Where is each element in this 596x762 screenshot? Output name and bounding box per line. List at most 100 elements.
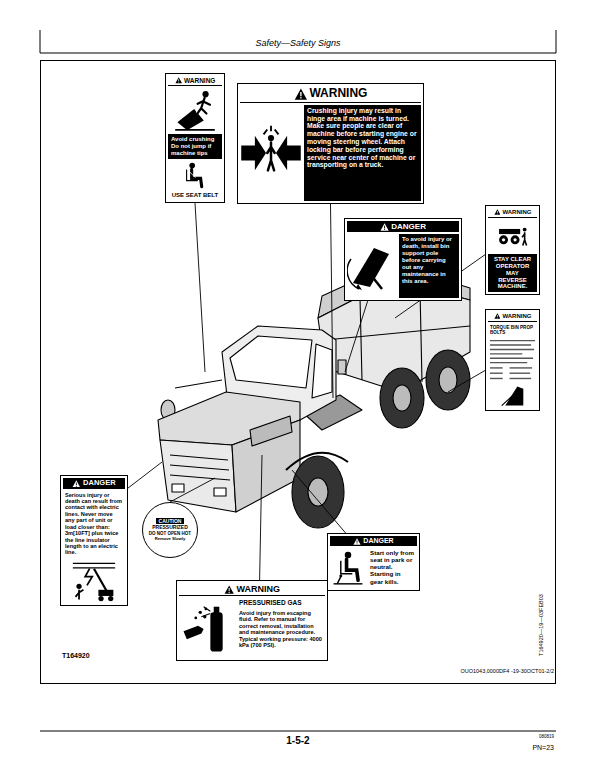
sign-text: Start only from seat in park or neutral.… xyxy=(368,548,417,588)
pictogram xyxy=(98,590,113,596)
leader-line xyxy=(345,301,368,372)
sign-text: STAY CLEAR OPERATOR MAY REVERSE MACHINE. xyxy=(488,254,537,292)
safety-sign: DANGER Start only from seat in park or ne… xyxy=(327,533,420,591)
pictogram xyxy=(73,563,115,564)
pictogram xyxy=(510,378,532,379)
warning-triangle xyxy=(494,314,500,320)
leader-line xyxy=(260,455,262,580)
pictogram xyxy=(490,362,527,363)
dump-truck xyxy=(439,367,457,393)
safety-sign: WARNINGTORQUE BIN PROP BOLTS xyxy=(485,309,540,411)
pictogram xyxy=(523,228,527,232)
pictogram xyxy=(330,548,366,588)
warning-triangle xyxy=(381,223,389,230)
sign-text: DO NOT OPEN HOT xyxy=(149,532,191,537)
warning-triangle xyxy=(177,82,179,84)
sign-header: WARNING xyxy=(488,208,537,218)
sign-text: WARNING xyxy=(502,313,531,320)
pictogram xyxy=(490,340,535,341)
label-text: OUO1043,0000DF4 -19-30OCT01-2/2 xyxy=(460,668,554,674)
pictogram xyxy=(490,378,503,379)
warning-triangle xyxy=(384,229,385,230)
warning-triangle xyxy=(177,80,179,82)
dump-truck xyxy=(292,456,344,528)
safety-sign: DANGERTo avoid injury or death, install … xyxy=(344,218,462,301)
warning-triangle xyxy=(384,225,386,228)
leader-line xyxy=(448,370,485,392)
warning-triangle xyxy=(76,485,77,486)
label-text: T164920 xyxy=(62,652,90,660)
warning-triangle xyxy=(229,588,230,591)
warning-triangle xyxy=(229,591,230,592)
warning-triangle xyxy=(300,92,301,96)
dump-truck xyxy=(158,392,300,445)
sign-text: WARNING xyxy=(184,77,215,84)
pictogram xyxy=(490,368,503,369)
pictogram xyxy=(490,373,503,374)
sign-text: DANGER xyxy=(363,537,393,545)
warning-triangle xyxy=(294,88,306,99)
page-frame xyxy=(40,30,41,53)
pictogram xyxy=(502,238,505,241)
dump-truck xyxy=(214,488,226,496)
sign-text: Avoid crushing Do not jump if machine ti… xyxy=(168,134,222,159)
warning-triangle xyxy=(496,315,498,317)
warning-triangle xyxy=(225,585,234,593)
pictogram xyxy=(522,232,526,245)
warning-triangle xyxy=(496,213,498,215)
warning-triangle xyxy=(76,482,78,485)
pictogram xyxy=(267,142,274,170)
warning-triangle xyxy=(494,210,500,216)
sign-header: DANGER xyxy=(330,536,417,546)
sign-row: Start only from seat in park or neutral.… xyxy=(330,548,417,588)
pictogram xyxy=(490,345,531,346)
pictogram xyxy=(347,234,397,298)
sign-text: DANGER xyxy=(83,479,116,488)
page-frame xyxy=(40,53,556,54)
dump-truck xyxy=(170,465,229,470)
pictogram xyxy=(177,110,203,131)
sign-header: DANGER xyxy=(63,478,125,489)
sign-text: WARNING xyxy=(309,87,367,101)
pictogram xyxy=(499,229,520,234)
pictogram xyxy=(199,611,202,614)
pictogram xyxy=(76,583,81,588)
warning-triangle xyxy=(300,97,302,99)
warning-triangle xyxy=(496,211,498,213)
sign-header: WARNING xyxy=(168,76,222,86)
pictogram xyxy=(367,270,382,289)
pictogram xyxy=(488,338,537,382)
pictogram xyxy=(197,98,210,115)
pictogram xyxy=(183,626,203,639)
pictogram xyxy=(488,220,537,252)
sign-column: PRESSURISED GASAvoid injury from escapin… xyxy=(237,598,325,658)
pictogram xyxy=(337,577,341,584)
page-frame xyxy=(41,61,556,684)
dump-truck xyxy=(312,344,332,398)
warning-triangle xyxy=(356,542,358,544)
pictogram xyxy=(353,248,389,287)
pictogram xyxy=(347,259,359,289)
warning-triangle xyxy=(354,538,361,545)
pictogram xyxy=(76,590,84,600)
warning-triangle xyxy=(72,480,81,488)
pictogram xyxy=(268,135,274,141)
pictogram xyxy=(194,617,197,620)
sign-text: DANGER xyxy=(391,222,426,231)
warning-triangle xyxy=(224,585,234,594)
pictogram xyxy=(499,235,508,244)
pictogram xyxy=(341,561,353,574)
pictogram xyxy=(187,170,198,181)
dump-truck xyxy=(172,484,184,492)
pictogram xyxy=(168,88,222,132)
pictogram xyxy=(339,575,342,578)
page-heading: Safety—Safety Signs xyxy=(148,39,448,49)
pictogram xyxy=(347,559,359,580)
pictogram xyxy=(85,569,92,586)
warning-triangle xyxy=(353,538,361,545)
dump-truck xyxy=(158,264,470,528)
pictogram xyxy=(98,596,103,601)
sign-text: Avoid injury from escaping fluid. Refer … xyxy=(237,609,325,650)
pictogram xyxy=(513,238,516,241)
pictogram xyxy=(214,607,220,614)
